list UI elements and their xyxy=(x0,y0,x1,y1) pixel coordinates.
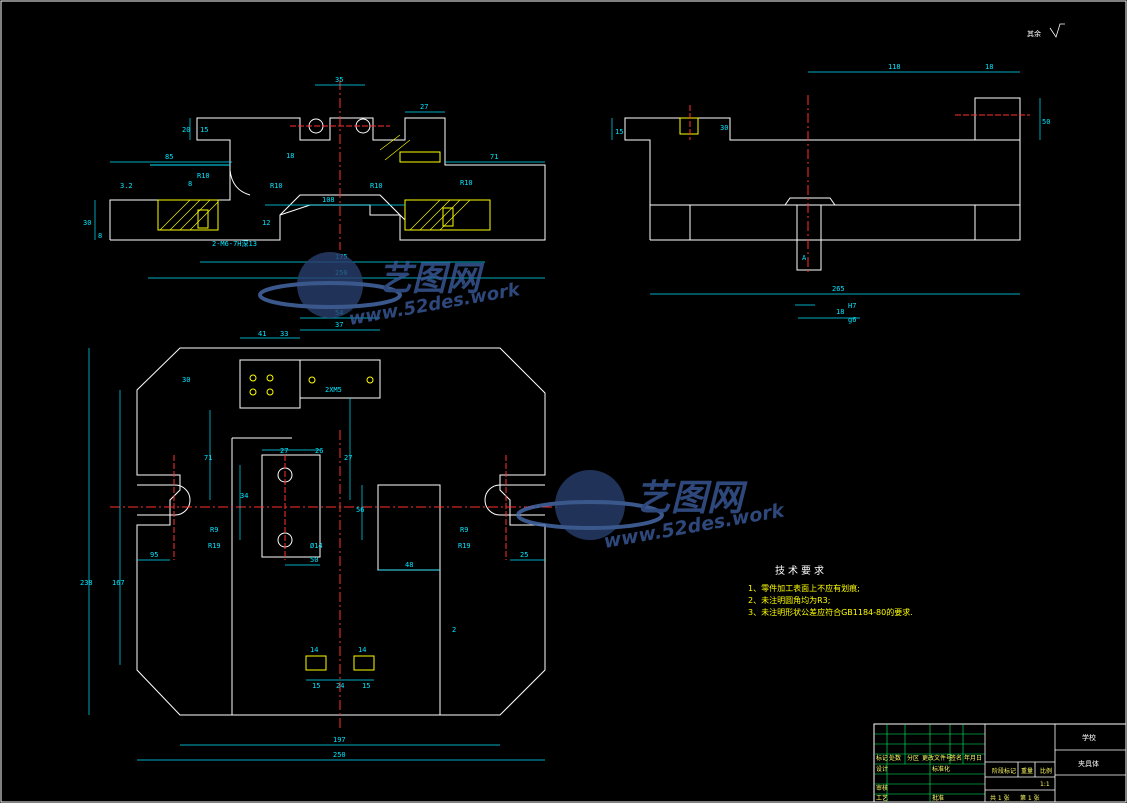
svg-text:167: 167 xyxy=(112,579,125,587)
svg-text:审核: 审核 xyxy=(876,784,888,792)
svg-text:R10: R10 xyxy=(370,182,383,190)
svg-text:标记: 标记 xyxy=(876,754,888,762)
watermark-logo: 艺图网 www.52des.work xyxy=(516,470,787,553)
svg-text:15: 15 xyxy=(615,128,623,136)
svg-text:15: 15 xyxy=(312,682,320,690)
title-block: 标记 处数 分区 更改文件号 签名 年月日 设计 标准化 审核 工艺 批准 阶段… xyxy=(873,723,1127,803)
tech-req-title: 技术要求 xyxy=(775,564,827,577)
svg-text:12: 12 xyxy=(262,219,270,227)
svg-text:48: 48 xyxy=(405,561,413,569)
svg-text:26: 26 xyxy=(315,447,323,455)
svg-text:年月日: 年月日 xyxy=(964,754,982,762)
svg-text:197: 197 xyxy=(333,736,346,744)
svg-text:g6: g6 xyxy=(848,316,856,324)
svg-text:30: 30 xyxy=(182,376,190,384)
svg-text:37: 37 xyxy=(335,321,343,329)
side-view xyxy=(611,71,1041,319)
sphere-logo-icon xyxy=(555,470,625,540)
svg-text:18: 18 xyxy=(286,152,294,160)
svg-text:50: 50 xyxy=(310,556,318,564)
svg-text:更改文件号: 更改文件号 xyxy=(922,754,952,762)
svg-text:56: 56 xyxy=(356,506,364,514)
svg-text:共 1 张: 共 1 张 xyxy=(990,794,1010,802)
school-name: 学校 xyxy=(1082,733,1096,742)
tech-req-item: 2、未注明圆角均为R3; xyxy=(748,595,830,605)
svg-text:35: 35 xyxy=(335,76,343,84)
technical-requirements: 技术要求 1、零件加工表面上不应有划痕; 2、未注明圆角均为R3; 3、未注明形… xyxy=(748,564,913,617)
svg-text:艺图网: 艺图网 xyxy=(378,259,485,299)
svg-text:2-M6-7H深13: 2-M6-7H深13 xyxy=(212,239,257,248)
svg-text:签名: 签名 xyxy=(950,754,962,762)
svg-text:85: 85 xyxy=(165,153,173,161)
svg-text:14: 14 xyxy=(358,646,366,654)
top-view xyxy=(88,317,560,761)
svg-text:Ø14: Ø14 xyxy=(310,542,323,550)
svg-text:15: 15 xyxy=(362,682,370,690)
svg-text:8: 8 xyxy=(188,180,192,188)
svg-text:25: 25 xyxy=(520,551,528,559)
svg-text:30: 30 xyxy=(720,124,728,132)
svg-text:50: 50 xyxy=(1042,118,1050,126)
svg-text:95: 95 xyxy=(150,551,158,559)
svg-text:2XM5: 2XM5 xyxy=(325,386,342,394)
roughness-note: 其余 xyxy=(1027,23,1065,38)
svg-text:27: 27 xyxy=(280,447,288,455)
svg-text:R19: R19 xyxy=(208,542,221,550)
svg-text:30: 30 xyxy=(83,219,91,227)
front-view-labels: 35 27 20 15 85 71 R10 R10 R10 R10 108 17… xyxy=(83,76,498,277)
svg-text:R19: R19 xyxy=(458,542,471,550)
svg-text:41: 41 xyxy=(258,330,266,338)
svg-text:20: 20 xyxy=(182,126,190,134)
svg-text:R9: R9 xyxy=(210,526,218,534)
tech-req-item: 3、未注明形状公差应符合GB1184-80的要求. xyxy=(748,607,913,617)
svg-text:71: 71 xyxy=(490,153,498,161)
side-view-labels: 118 18 50 15 30 265 A 18 H7 g6 xyxy=(615,63,1050,324)
svg-text:8: 8 xyxy=(98,232,102,240)
svg-text:标准化: 标准化 xyxy=(932,765,950,773)
svg-text:R9: R9 xyxy=(460,526,468,534)
svg-text:R10: R10 xyxy=(270,182,283,190)
part-name: 夹具体 xyxy=(1078,759,1099,768)
svg-text:27: 27 xyxy=(344,454,352,462)
svg-text:250: 250 xyxy=(333,751,346,759)
svg-text:27: 27 xyxy=(420,103,428,111)
svg-text:A: A xyxy=(802,254,807,262)
svg-text:118: 118 xyxy=(888,63,901,71)
svg-text:2: 2 xyxy=(452,626,456,634)
svg-text:分区: 分区 xyxy=(907,754,919,762)
svg-text:3.2: 3.2 xyxy=(120,182,133,190)
svg-text:比例: 比例 xyxy=(1040,767,1052,775)
svg-text:15: 15 xyxy=(200,126,208,134)
svg-text:H7: H7 xyxy=(848,302,856,310)
front-view xyxy=(94,80,546,279)
svg-text:71: 71 xyxy=(204,454,212,462)
svg-text:1:1: 1:1 xyxy=(1040,781,1050,788)
watermark-logo: 艺图网 www.52des.work xyxy=(258,252,522,330)
svg-text:R10: R10 xyxy=(460,179,473,187)
svg-text:33: 33 xyxy=(280,330,288,338)
svg-text:108: 108 xyxy=(322,196,335,204)
svg-text:R10: R10 xyxy=(197,172,210,180)
svg-text:18: 18 xyxy=(836,308,844,316)
svg-text:重量: 重量 xyxy=(1021,767,1033,775)
roughness-symbol-icon xyxy=(1049,23,1065,38)
svg-text:238: 238 xyxy=(80,579,93,587)
tech-req-item: 1、零件加工表面上不应有划痕; xyxy=(748,583,860,593)
top-view-labels: 54 37 41 33 2XM5 30 27 26 34 50 71 27 R9… xyxy=(80,309,528,759)
svg-text:第 1 张: 第 1 张 xyxy=(1020,794,1040,802)
svg-text:265: 265 xyxy=(832,285,845,293)
svg-text:阶段标记: 阶段标记 xyxy=(992,767,1016,775)
svg-text:其余: 其余 xyxy=(1027,29,1041,38)
svg-text:34: 34 xyxy=(240,492,248,500)
svg-text:批准: 批准 xyxy=(932,794,944,802)
svg-text:18: 18 xyxy=(985,63,993,71)
svg-text:艺图网: 艺图网 xyxy=(635,478,748,519)
svg-text:处数: 处数 xyxy=(889,754,901,762)
svg-text:24: 24 xyxy=(336,682,344,690)
svg-text:14: 14 xyxy=(310,646,318,654)
svg-text:设计: 设计 xyxy=(876,765,888,773)
svg-text:工艺: 工艺 xyxy=(876,794,888,802)
